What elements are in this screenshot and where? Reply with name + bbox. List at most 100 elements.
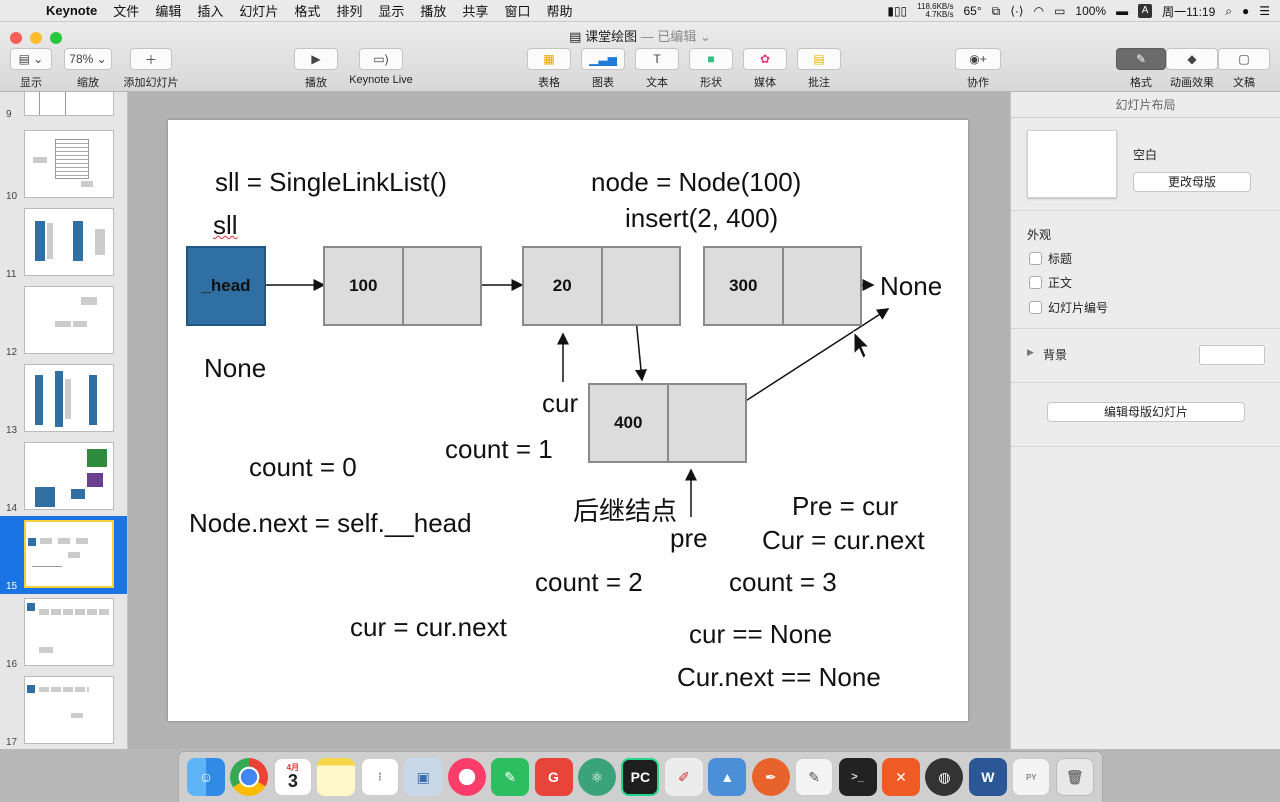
menu-help[interactable]: 帮助 bbox=[546, 4, 573, 19]
text-sll-label[interactable]: sll bbox=[213, 210, 238, 240]
add-slide-button[interactable]: ＋ 添加幻灯片 bbox=[120, 48, 182, 90]
xmind-icon[interactable]: ✕ bbox=[882, 758, 920, 796]
mirror-icon[interactable]: ⧉ bbox=[991, 3, 1001, 18]
title-chevron-icon[interactable]: ⌄ bbox=[699, 29, 711, 44]
view-button[interactable]: ▤ ⌄ 显示 bbox=[10, 48, 52, 90]
slide-thumbnail-17[interactable]: 17 bbox=[0, 672, 127, 749]
slide-navigator[interactable]: 9 10 11 12 13 bbox=[0, 92, 128, 749]
menu-share[interactable]: 共享 bbox=[462, 4, 489, 19]
slide-thumbnail-15[interactable]: 15 bbox=[0, 516, 127, 594]
text-cur-next-eq-none[interactable]: Cur.next == None bbox=[677, 662, 881, 692]
comment-button[interactable]: ▤ 批注 bbox=[797, 48, 841, 90]
edit-master-slide-button[interactable]: 编辑母版幻灯片 bbox=[1047, 402, 1245, 422]
node-box-300[interactable]: 300 bbox=[703, 246, 862, 326]
text-count-3[interactable]: count = 3 bbox=[729, 567, 837, 597]
checkbox-box[interactable] bbox=[1029, 252, 1042, 265]
checkbox-box[interactable] bbox=[1029, 301, 1042, 314]
chart-button[interactable]: ▁▃▅ 图表 bbox=[581, 48, 625, 90]
siri-icon[interactable]: ● bbox=[1241, 4, 1250, 18]
keynote-live-button[interactable]: ▭) Keynote Live bbox=[344, 48, 418, 86]
text-pre-assign[interactable]: Pre = cur bbox=[792, 491, 899, 521]
head-node-box[interactable]: _head bbox=[186, 246, 266, 326]
spotlight-icon[interactable]: ⌕ bbox=[1225, 3, 1232, 18]
text-pre-label[interactable]: pre bbox=[670, 523, 708, 553]
menu-slide[interactable]: 幻灯片 bbox=[239, 4, 279, 19]
text-count-2[interactable]: count = 2 bbox=[535, 567, 643, 597]
text-sll-assign[interactable]: sll = SingleLinkList() bbox=[215, 167, 447, 197]
node-box-100[interactable]: 100 bbox=[323, 246, 482, 326]
zoom-control[interactable]: 78% ⌄ 缩放 bbox=[64, 48, 112, 90]
text-count-0[interactable]: count = 0 bbox=[249, 452, 357, 482]
text-node-assign[interactable]: node = Node(100) bbox=[591, 167, 802, 197]
media-button[interactable]: ✿ 媒体 bbox=[743, 48, 787, 90]
disclosure-triangle-icon[interactable]: ▶ bbox=[1027, 347, 1034, 357]
slide-thumbnail-16[interactable]: 16 bbox=[0, 594, 127, 672]
finder-icon[interactable]: ☺ bbox=[187, 758, 225, 796]
atom-icon[interactable]: ⚛ bbox=[577, 758, 616, 796]
terminal-icon[interactable]: >_ bbox=[838, 758, 877, 796]
change-master-button[interactable]: 更改母版 bbox=[1133, 172, 1251, 192]
airplay-icon[interactable]: ▭ bbox=[1054, 4, 1066, 18]
text-insert-call[interactable]: insert(2, 400) bbox=[625, 203, 779, 233]
battery-icon[interactable]: ▬ bbox=[1116, 4, 1129, 18]
slide-canvas[interactable]: sll = SingleLinkList() sll node = Node(1… bbox=[128, 92, 1010, 749]
menu-insert[interactable]: 插入 bbox=[197, 4, 224, 19]
body-checkbox[interactable]: 正文 bbox=[1029, 274, 1072, 291]
git-client-icon[interactable]: G bbox=[534, 758, 573, 796]
slide-number-checkbox[interactable]: 幻灯片编号 bbox=[1029, 299, 1108, 316]
text-button[interactable]: T 文本 bbox=[635, 48, 679, 90]
text-successor-label[interactable]: 后继结点 bbox=[573, 496, 678, 526]
slide-thumbnail-12[interactable]: 12 bbox=[0, 282, 127, 360]
background-color-well[interactable] bbox=[1199, 345, 1265, 365]
shape-button[interactable]: ■ 形状 bbox=[689, 48, 733, 90]
document-button[interactable]: ▢ 文稿 bbox=[1218, 48, 1270, 90]
text-cur-label[interactable]: cur bbox=[542, 388, 579, 418]
zoom-select[interactable]: 78% ⌄ bbox=[64, 48, 112, 70]
itunes-icon[interactable]: ♪ bbox=[447, 758, 486, 796]
memory-monitor-icon[interactable]: ▮▯▯ bbox=[887, 4, 908, 18]
collaborate-button[interactable]: ◉+ 协作 bbox=[955, 48, 1001, 90]
text-none-left[interactable]: None bbox=[204, 353, 267, 383]
menu-edit[interactable]: 编辑 bbox=[155, 4, 182, 19]
trash-icon[interactable]: 🗑 bbox=[1055, 758, 1094, 796]
menu-arrange[interactable]: 排列 bbox=[336, 4, 363, 19]
menu-view[interactable]: 显示 bbox=[378, 4, 405, 19]
pycharm-icon[interactable]: PC bbox=[621, 758, 660, 796]
format-button[interactable]: ✎ 格式 bbox=[1116, 48, 1166, 90]
preview-icon[interactable]: ▣ bbox=[404, 758, 443, 796]
word-icon[interactable]: W bbox=[968, 758, 1007, 796]
text-node-next-assign[interactable]: Node.next = self.__head bbox=[189, 508, 472, 538]
keynote-icon[interactable]: ▲ bbox=[708, 758, 747, 796]
notification-center-icon[interactable]: ☰ bbox=[1259, 4, 1270, 18]
zoom-window-button[interactable] bbox=[50, 32, 62, 44]
node-box-400[interactable]: 400 bbox=[588, 383, 747, 463]
menu-window[interactable]: 窗口 bbox=[504, 4, 531, 19]
table-button[interactable]: ▦ 表格 bbox=[527, 48, 571, 90]
text-edit-icon[interactable]: ✎ bbox=[795, 758, 834, 796]
chrome-icon[interactable] bbox=[230, 758, 269, 796]
notes-icon[interactable] bbox=[317, 758, 356, 796]
input-source-icon[interactable]: A bbox=[1138, 4, 1153, 18]
title-checkbox[interactable]: 标题 bbox=[1029, 250, 1072, 267]
evernote-icon[interactable]: ✎ bbox=[491, 758, 530, 796]
slide-thumbnail-10[interactable]: 10 bbox=[0, 126, 127, 204]
checkbox-box[interactable] bbox=[1029, 276, 1042, 289]
text-cur-advance[interactable]: cur = cur.next bbox=[350, 612, 507, 642]
document-name[interactable]: 课堂绘图 bbox=[585, 29, 638, 44]
python-file-icon[interactable]: PY bbox=[1012, 758, 1051, 796]
close-window-button[interactable] bbox=[10, 32, 22, 44]
menu-app-name[interactable]: Keynote bbox=[46, 3, 98, 18]
menu-play[interactable]: 播放 bbox=[420, 4, 447, 19]
background-heading[interactable]: 背景 bbox=[1043, 348, 1068, 362]
postman-icon[interactable]: ✒ bbox=[751, 758, 790, 796]
reminders-icon[interactable]: ⋮ bbox=[360, 758, 399, 796]
minimize-window-button[interactable] bbox=[30, 32, 42, 44]
layout-thumbnail[interactable] bbox=[1027, 130, 1117, 198]
play-button[interactable]: ▶ 播放 bbox=[294, 48, 338, 90]
wifi-icon[interactable]: ◠ bbox=[1033, 4, 1045, 18]
text-none-right[interactable]: None bbox=[880, 271, 943, 301]
obs-icon[interactable]: ◍ bbox=[925, 758, 964, 796]
node-box-20[interactable]: 20 bbox=[522, 246, 681, 326]
slide-thumbnail-13[interactable]: 13 bbox=[0, 360, 127, 438]
